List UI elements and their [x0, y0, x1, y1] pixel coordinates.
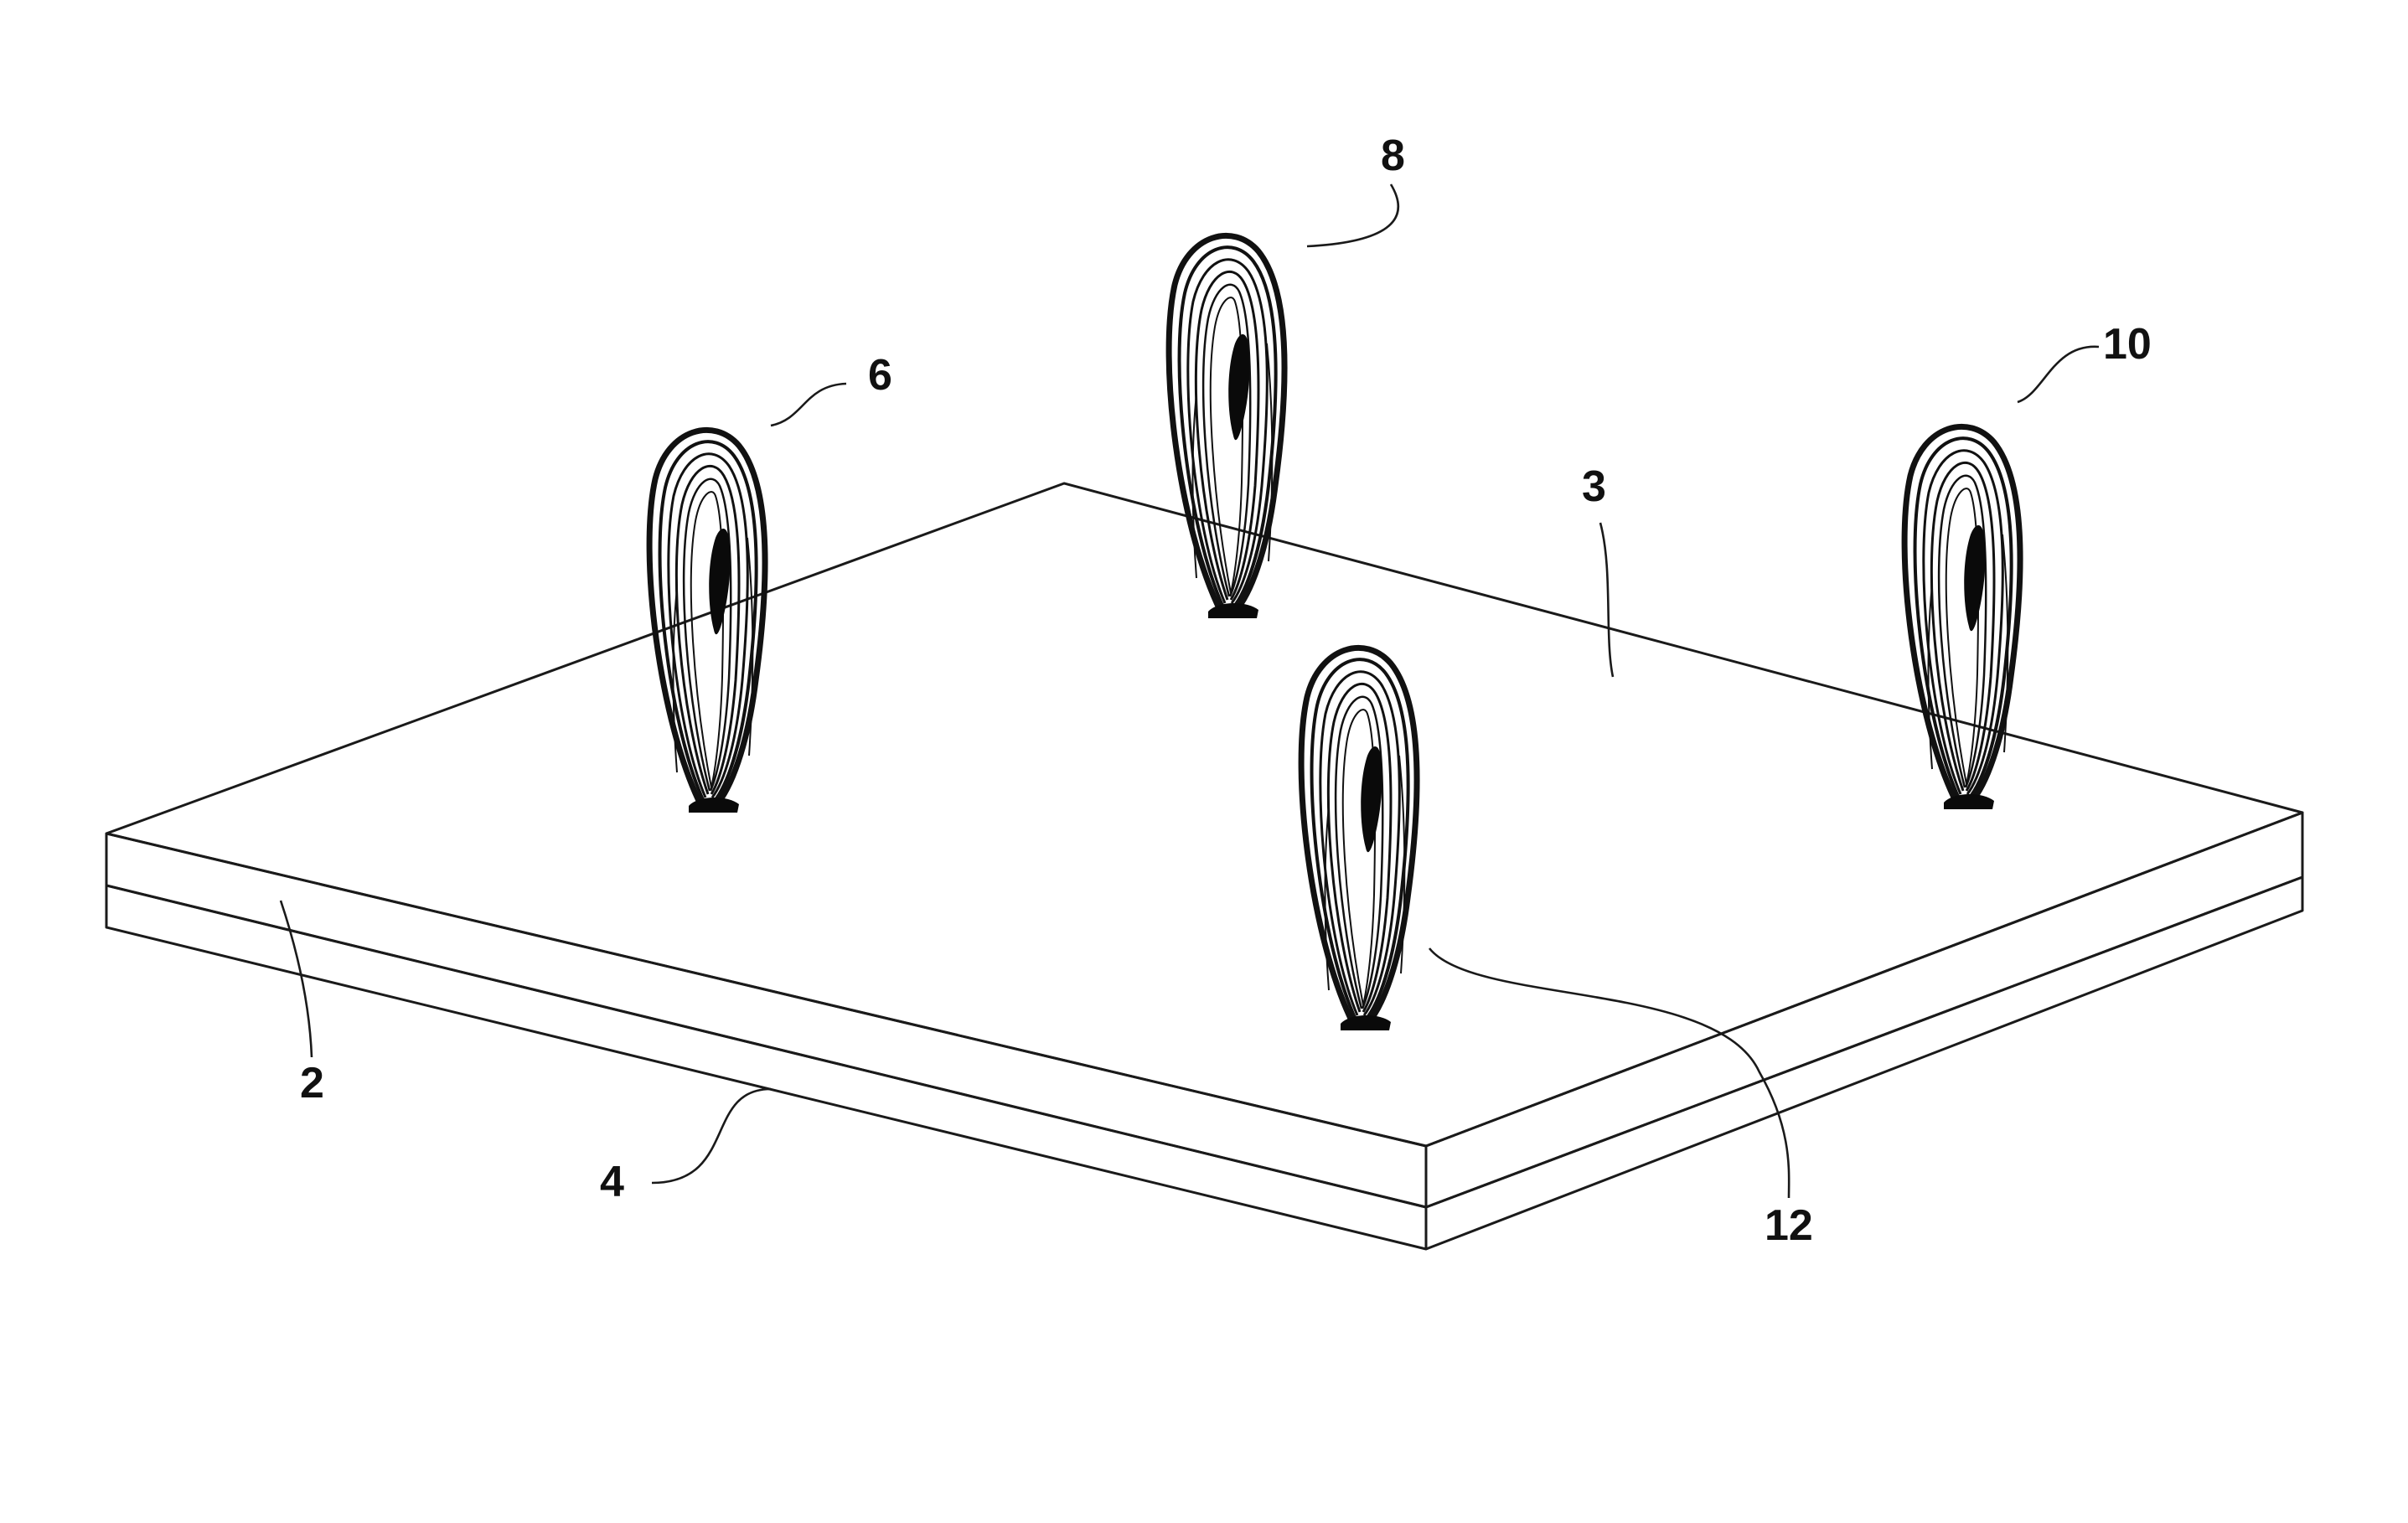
label-6: 6 [868, 351, 892, 400]
leader-3 [1600, 523, 1613, 677]
leader-12 [1429, 948, 1789, 1198]
leader-8 [1307, 184, 1398, 246]
loop-12 [1301, 648, 1417, 1030]
leader-10 [2018, 347, 2099, 402]
label-10: 10 [2103, 320, 2152, 369]
leader-6 [771, 384, 846, 426]
leader-4 [652, 1089, 771, 1183]
label-2: 2 [300, 1059, 324, 1107]
label-12: 12 [1765, 1201, 1813, 1250]
loop-10 [1904, 426, 2020, 809]
label-8: 8 [1381, 132, 1405, 180]
label-4: 4 [600, 1158, 624, 1206]
loop-6 [649, 430, 765, 813]
label-3: 3 [1582, 462, 1606, 511]
loop-8 [1169, 235, 1284, 618]
lower-layer [106, 877, 2302, 1249]
leader-2 [281, 901, 312, 1057]
